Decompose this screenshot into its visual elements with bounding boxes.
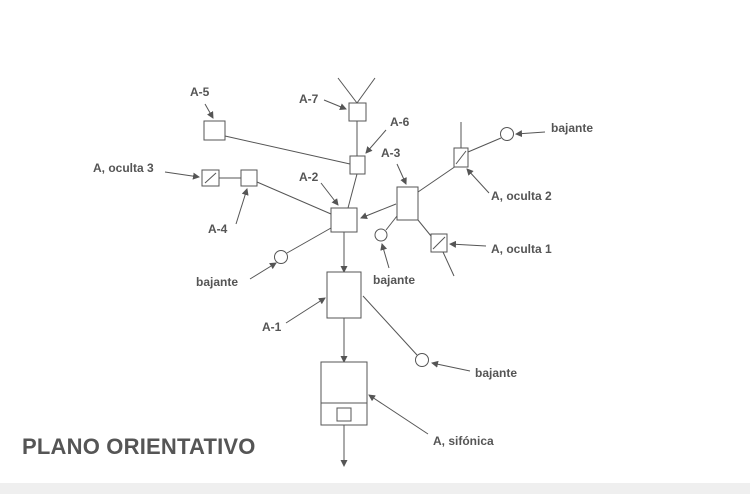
leader-bajante-mid xyxy=(380,243,390,269)
box-a5 xyxy=(203,120,226,141)
pipe-oculta1-inlet xyxy=(442,251,455,277)
box-a4 xyxy=(240,169,258,187)
labels: A-5 A-7 A-6 A-3 A-2 A-4 A, oculta 3 baja… xyxy=(93,85,593,448)
label-a7: A-7 xyxy=(299,92,319,106)
pipe-a7-right-inlet xyxy=(356,77,376,104)
pipes xyxy=(219,77,502,467)
leader-a6 xyxy=(365,129,387,154)
leader-a5 xyxy=(204,103,214,119)
label-oculta3: A, oculta 3 xyxy=(93,161,154,175)
bajante-circle-top xyxy=(500,127,514,141)
label-bajante-top: bajante xyxy=(551,121,593,135)
label-bajante-mid: bajante xyxy=(373,273,415,287)
leader-a3 xyxy=(396,163,407,185)
pipe-a3-a2 xyxy=(360,203,397,220)
pipe-bajante-a3 xyxy=(385,215,398,231)
oculta3-slash xyxy=(204,172,217,184)
pipe-a6-a2 xyxy=(347,173,358,209)
page-title: PLANO ORIENTATIVO xyxy=(22,434,256,459)
leader-a4 xyxy=(235,188,249,225)
leader-bajante-left xyxy=(249,262,277,280)
box-a7 xyxy=(348,102,367,122)
label-a3: A-3 xyxy=(381,146,401,160)
pipe-a7-left-inlet xyxy=(337,77,358,104)
leader-a2 xyxy=(320,182,339,206)
bajante-circle-mid xyxy=(374,228,388,242)
fixtures xyxy=(201,102,514,426)
pipe-oculta1-a3 xyxy=(417,219,432,237)
leader-bajante-bottom xyxy=(431,360,471,372)
label-a6: A-6 xyxy=(390,115,410,129)
label-bajante-bottom: bajante xyxy=(475,366,517,380)
label-a2: A-2 xyxy=(299,170,319,184)
pipe-a4-a2 xyxy=(256,181,332,215)
oculta1-slash xyxy=(432,236,446,250)
box-a6 xyxy=(349,155,366,175)
box-a3 xyxy=(396,186,419,221)
box-a1 xyxy=(326,271,362,319)
pipe-bajante-a1 xyxy=(362,295,418,356)
leader-a7 xyxy=(323,99,347,110)
bajante-circle-bottom xyxy=(415,353,429,367)
leader-oculta2 xyxy=(466,168,490,194)
label-sifonica: A, sifónica xyxy=(433,434,494,448)
leader-sifonica xyxy=(368,394,429,435)
label-a1: A-1 xyxy=(262,320,282,334)
box-a2 xyxy=(330,207,358,233)
leaders xyxy=(164,99,546,435)
label-oculta2: A, oculta 2 xyxy=(491,189,552,203)
label-a4: A-4 xyxy=(208,222,228,236)
label-bajante-left: bajante xyxy=(196,275,238,289)
label-a5: A-5 xyxy=(190,85,210,99)
footer-bar xyxy=(0,483,750,494)
sifonica-trap xyxy=(336,407,352,422)
pipe-a5-a6 xyxy=(224,135,351,165)
pipe-oculta2-a3 xyxy=(417,165,457,193)
bajante-circle-left xyxy=(274,250,288,264)
leader-a1 xyxy=(285,297,326,324)
pipe-bajante-a2 xyxy=(286,227,332,254)
leader-oculta1 xyxy=(449,240,487,248)
leader-bajante-top xyxy=(515,130,546,138)
oculta2-slash xyxy=(455,150,467,165)
label-oculta1: A, oculta 1 xyxy=(491,242,552,256)
leader-oculta3 xyxy=(164,171,200,180)
pipe-bajante-oculta2 xyxy=(467,137,502,153)
